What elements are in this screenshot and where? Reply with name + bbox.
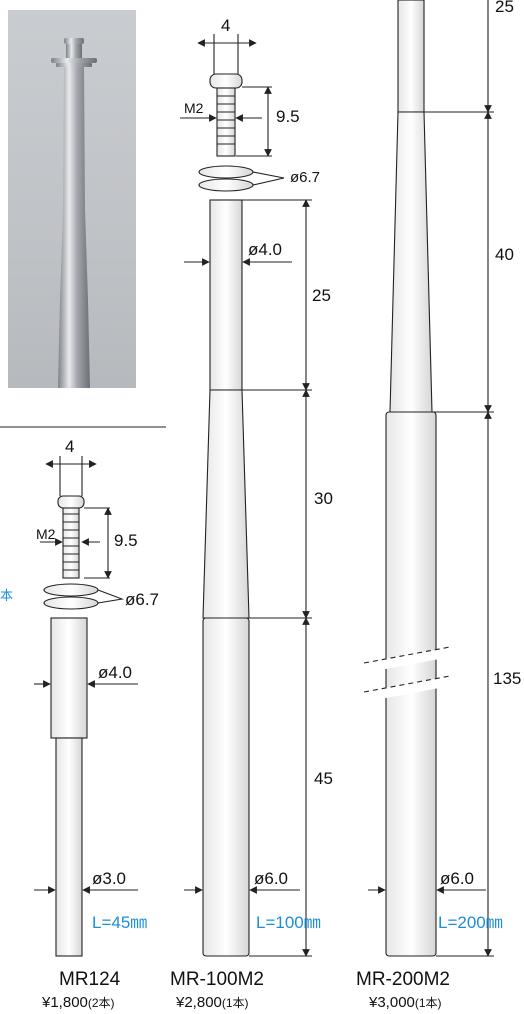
mr200m2-segment-1: 25 — [495, 0, 514, 16]
mr100m2-screw-size: M2 — [184, 100, 204, 116]
mr200m2-price: ¥3,000(1本) — [369, 994, 442, 1011]
mr100m2-upper-diameter: ø4.0 — [248, 240, 283, 259]
photo-post-image — [51, 38, 97, 388]
mr200m2-segment-3: 135 — [493, 669, 522, 688]
mr100m2-segment-3: 45 — [314, 769, 333, 788]
mr124-screw-length: 9.5 — [114, 531, 138, 550]
mr124-head-width: 4 — [65, 437, 75, 456]
mr100m2-drawing — [180, 34, 312, 957]
mr100m2-screw-length: 9.5 — [276, 107, 300, 126]
mr124-screw-size: M2 — [36, 526, 56, 542]
mr100m2-lower-diameter: ø6.0 — [254, 869, 289, 888]
mr100m2-head-width: 4 — [221, 16, 231, 35]
side-note: 本 — [0, 588, 14, 603]
mr124-lower-diameter: ø3.0 — [92, 869, 127, 888]
mr124-price: ¥1,800(2本) — [42, 994, 115, 1011]
mr100m2-segment-2: 30 — [314, 489, 333, 508]
mr200m2-model-name: MR-200M2 — [356, 969, 450, 990]
mr100m2-model-name: MR-100M2 — [170, 969, 264, 990]
mr200m2-quantity: (1本) — [414, 996, 442, 1010]
mr100m2-price: ¥2,800(1本) — [176, 994, 249, 1011]
mr124-length: L=45㎜ — [92, 913, 148, 932]
mr124-model-name: MR124 — [59, 969, 121, 990]
mr124-upper-diameter: ø4.0 — [98, 663, 133, 682]
mr124-drawing — [34, 456, 138, 957]
mr200m2-segment-2: 40 — [495, 245, 514, 264]
mr124-washer: ø6.7 — [125, 590, 160, 609]
mr100m2-quantity: (1本) — [221, 996, 249, 1010]
mr200m2-length: L=200㎜ — [438, 913, 503, 932]
mr100m2-washer: ø6.7 — [290, 169, 321, 186]
mr100m2-segment-1: 25 — [312, 286, 331, 305]
mr124-quantity: (2本) — [87, 996, 115, 1010]
mr100m2-length: L=100㎜ — [256, 913, 321, 932]
mr200m2-lower-diameter: ø6.0 — [440, 869, 475, 888]
mr200m2-drawing — [363, 0, 494, 957]
product-photo — [8, 10, 136, 388]
